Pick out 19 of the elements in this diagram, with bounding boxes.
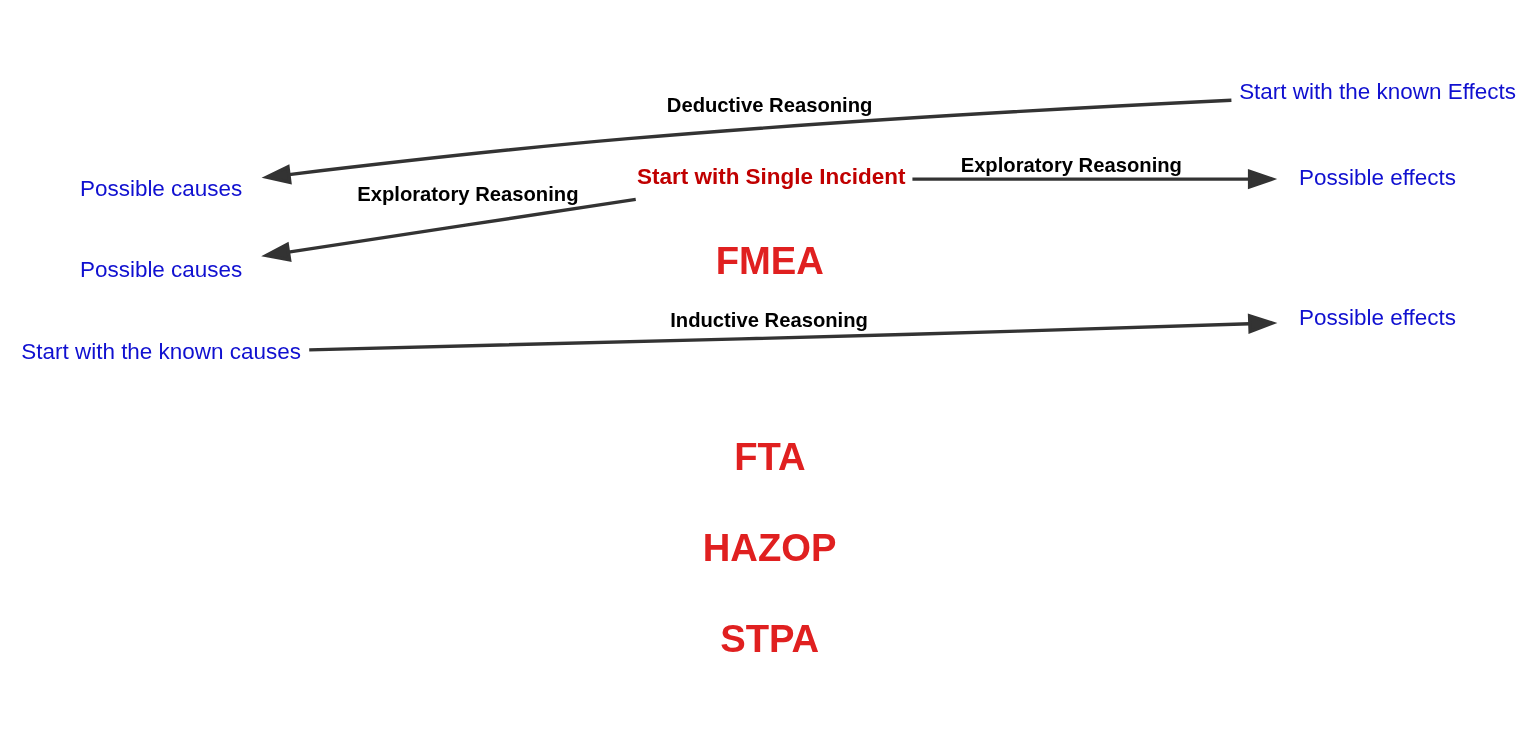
node-text: Possible causes bbox=[79, 175, 243, 201]
label: FMEA bbox=[715, 238, 824, 282]
node-text: Possible effects bbox=[1299, 164, 1457, 190]
node-text: Possible effects bbox=[1299, 304, 1457, 330]
arrow bbox=[261, 98, 1232, 184]
edge-label: Deductive Reasoning bbox=[666, 93, 873, 116]
arrow bbox=[912, 168, 1278, 189]
arrow bbox=[309, 313, 1278, 351]
label: STPA bbox=[720, 616, 820, 660]
node-text: Start with the known causes bbox=[21, 338, 302, 364]
arrow bbox=[261, 197, 636, 262]
label: HAZOP bbox=[702, 525, 837, 569]
node-text: Start with Single Incident bbox=[637, 163, 906, 189]
node-text: Possible causes bbox=[79, 256, 243, 282]
edge-label: Exploratory Reasoning bbox=[960, 153, 1182, 176]
edge-label: Inductive Reasoning bbox=[670, 308, 868, 331]
node-text: Start with the known Effects bbox=[1239, 78, 1516, 104]
label: FTA bbox=[734, 434, 806, 478]
edge-label: Exploratory Reasoning bbox=[357, 182, 579, 205]
